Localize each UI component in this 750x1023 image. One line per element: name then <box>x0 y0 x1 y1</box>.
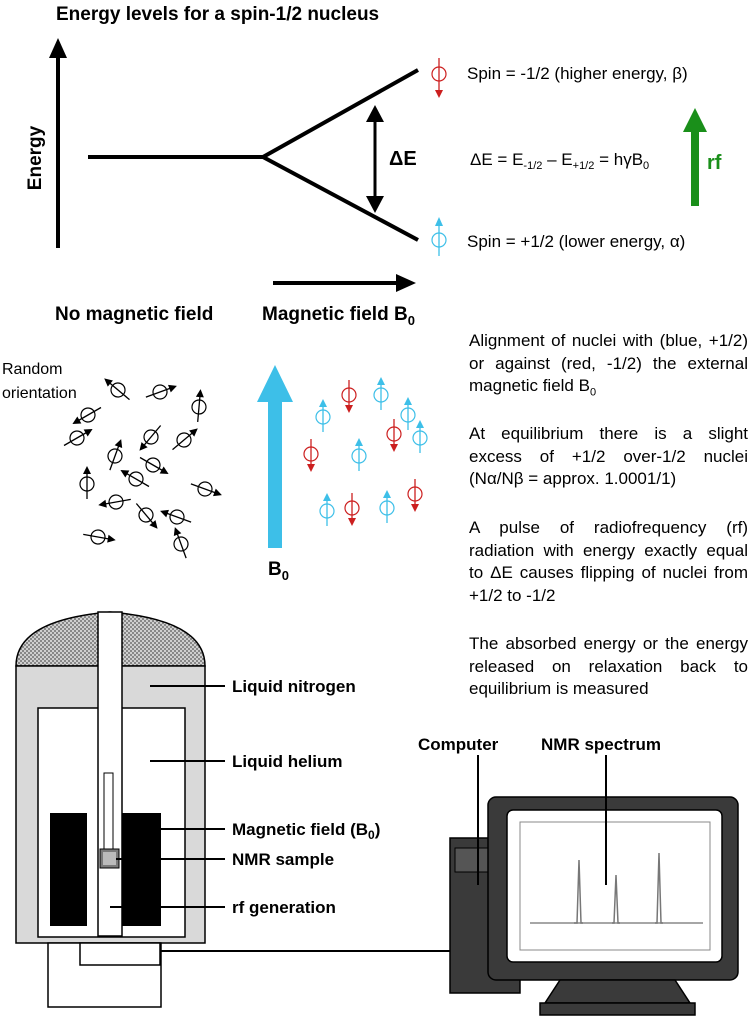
energy-axis <box>49 38 67 248</box>
spin-down-symbol <box>431 58 447 98</box>
delta-e-label: ΔE <box>389 148 417 170</box>
liquid-helium-label: Liquid helium <box>232 752 343 771</box>
alignment-text: Alignment of nuclei with (blue, +1/2) or… <box>469 331 748 399</box>
rf-label: rf <box>707 152 722 174</box>
energy-axis-label: Energy <box>25 125 46 190</box>
random-label-line2: orientation <box>2 385 77 402</box>
random-spin-icon <box>173 527 189 559</box>
spin-up-icon <box>315 399 331 432</box>
no-field-label: No magnetic field <box>55 304 213 325</box>
field-label: Magnetic field B0 <box>262 304 415 328</box>
energy-equation: ΔE = E-1/2 – E+1/2 = hγB0 <box>470 150 649 172</box>
field-direction-arrow <box>273 274 416 292</box>
rf-arrow <box>683 108 707 206</box>
random-spin-icon <box>107 439 123 471</box>
b0-label: B0 <box>268 559 289 583</box>
random-spin-icon <box>139 456 169 474</box>
random-spin-icon <box>190 481 222 497</box>
random-spin-icon <box>191 389 207 422</box>
spin-up-icon <box>400 397 416 430</box>
random-spin-icon <box>72 406 102 424</box>
nmr-sample-label: NMR sample <box>232 850 334 869</box>
spin-down-icon <box>407 479 423 512</box>
lower-level-label: Spin = +1/2 (lower energy, α) <box>467 232 685 251</box>
computer <box>449 796 739 1016</box>
equilibrium-text: At equilibrium there is a slight excess … <box>469 424 748 488</box>
spin-up-icon <box>319 493 335 526</box>
random-spin-icon <box>79 466 95 499</box>
magnet-cryostat <box>15 611 206 1008</box>
spin-down-icon <box>341 380 357 413</box>
random-spin-icon <box>160 509 192 525</box>
random-spin-icon <box>83 529 116 545</box>
random-spin-icon <box>104 378 130 401</box>
magnetic-field-label: Magnetic field (B0) <box>232 820 380 842</box>
spin-up-icon <box>412 420 428 453</box>
energy-levels <box>88 68 419 242</box>
spin-up-symbol <box>431 217 447 256</box>
upper-level-label: Spin = -1/2 (higher energy, β) <box>467 64 688 83</box>
rf-generation-label: rf generation <box>232 898 336 917</box>
random-spin-icon <box>135 503 158 529</box>
random-spins <box>63 378 222 559</box>
spin-down-icon <box>303 439 319 472</box>
computer-label: Computer <box>418 735 499 754</box>
nmr-spectrum-plot <box>530 852 703 924</box>
delta-e-arrow <box>366 105 384 213</box>
liquid-nitrogen-label: Liquid nitrogen <box>232 677 356 696</box>
measured-text: The absorbed energy or the energy releas… <box>469 634 748 698</box>
spin-up-icon <box>373 377 389 410</box>
random-label-line1: Random <box>2 361 62 378</box>
random-spin-icon <box>63 429 93 447</box>
random-spin-icon <box>139 425 162 451</box>
pulse-text: A pulse of radiofrequency (rf) radiation… <box>469 518 748 605</box>
random-spin-icon <box>172 428 198 451</box>
random-spin-icon <box>98 494 131 510</box>
spin-down-icon <box>344 493 360 526</box>
b0-arrow <box>257 365 293 548</box>
spin-down-icon <box>386 419 402 452</box>
computer-leaders <box>477 755 607 885</box>
nmr-spectrum-label: NMR spectrum <box>541 735 661 754</box>
aligned-spins <box>303 377 428 526</box>
random-spin-icon <box>120 470 150 488</box>
diagram-title: Energy levels for a spin-1/2 nucleus <box>56 4 379 25</box>
spin-up-icon <box>379 490 395 523</box>
random-spin-icon <box>145 384 177 400</box>
spin-up-icon <box>351 438 367 471</box>
magnet-leaders <box>110 685 225 908</box>
